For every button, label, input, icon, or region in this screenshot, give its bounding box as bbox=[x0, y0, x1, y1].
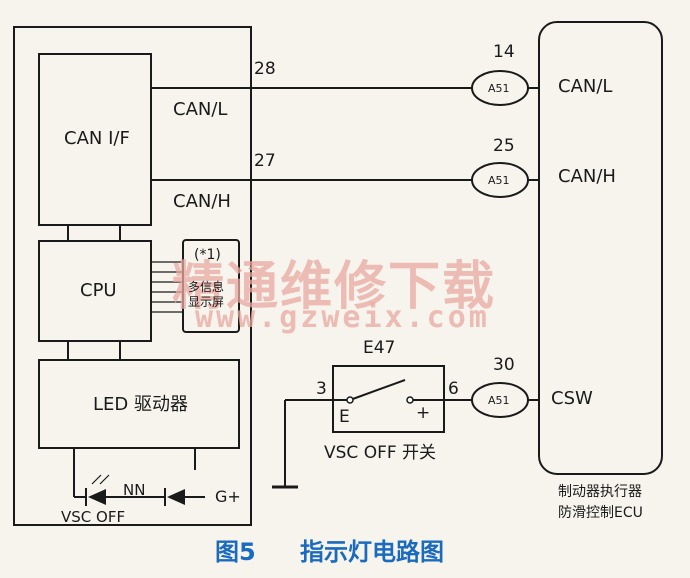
cpu-display-bus bbox=[151, 261, 183, 313]
figure-number: 图5 bbox=[215, 538, 256, 566]
combination-meter-frame bbox=[13, 26, 252, 526]
switch-pin-plus-label: + bbox=[416, 403, 431, 423]
cpu-block bbox=[38, 240, 152, 342]
pin-28-label: 28 bbox=[254, 59, 276, 79]
ecu-name-line2: 防滑控制ECU bbox=[558, 505, 643, 521]
ecu-can-l-label: CAN/L bbox=[558, 76, 613, 97]
vsc-off-lamp-label: VSC OFF bbox=[61, 508, 126, 526]
connector-a51-label: A51 bbox=[488, 82, 510, 95]
led-driver-label: LED 驱动器 bbox=[93, 394, 188, 415]
vsc-off-led bbox=[85, 474, 110, 506]
switch-pin-e-label: E bbox=[339, 407, 350, 427]
ecu-name-line1: 制动器执行器 bbox=[558, 484, 642, 500]
can-h-signal-label: CAN/H bbox=[173, 191, 231, 212]
figure-title: 指示灯电路图 bbox=[300, 538, 444, 566]
cpu-label: CPU bbox=[80, 280, 117, 301]
pin-25-label: 25 bbox=[493, 136, 515, 156]
info-display-block bbox=[182, 239, 240, 333]
vsc-off-switch-label: VSC OFF 开关 bbox=[324, 443, 437, 463]
connector-a51-label: A51 bbox=[488, 394, 510, 407]
connector-a51-label: A51 bbox=[488, 174, 510, 187]
diode-label: NN bbox=[123, 481, 146, 499]
supply-label: G+ bbox=[215, 487, 241, 506]
can-if-block bbox=[38, 53, 152, 226]
switch-pin-6-label: 6 bbox=[448, 379, 459, 399]
can-l-signal-label: CAN/L bbox=[173, 99, 228, 120]
switch-id-label: E47 bbox=[363, 338, 396, 358]
note-label: (*1) bbox=[194, 247, 221, 263]
switch-contact bbox=[349, 379, 406, 401]
pin-30-label: 30 bbox=[493, 355, 515, 375]
ecu-csw-label: CSW bbox=[551, 388, 593, 409]
pin-27-label: 27 bbox=[254, 151, 276, 171]
ecu-box bbox=[538, 21, 663, 475]
supply-diode bbox=[164, 488, 185, 506]
watermark-url: www.gzweix.com bbox=[195, 300, 490, 335]
watermark-cn: 精通维修下载 bbox=[172, 257, 497, 317]
led-driver-block bbox=[38, 359, 240, 449]
can-if-label: CAN I/F bbox=[64, 128, 130, 149]
switch-pin-3-label: 3 bbox=[316, 379, 327, 399]
ecu-can-h-label: CAN/H bbox=[558, 166, 616, 187]
pin-14-label: 14 bbox=[493, 42, 515, 62]
info-display-label: 多信息 显示屏 bbox=[188, 280, 225, 309]
